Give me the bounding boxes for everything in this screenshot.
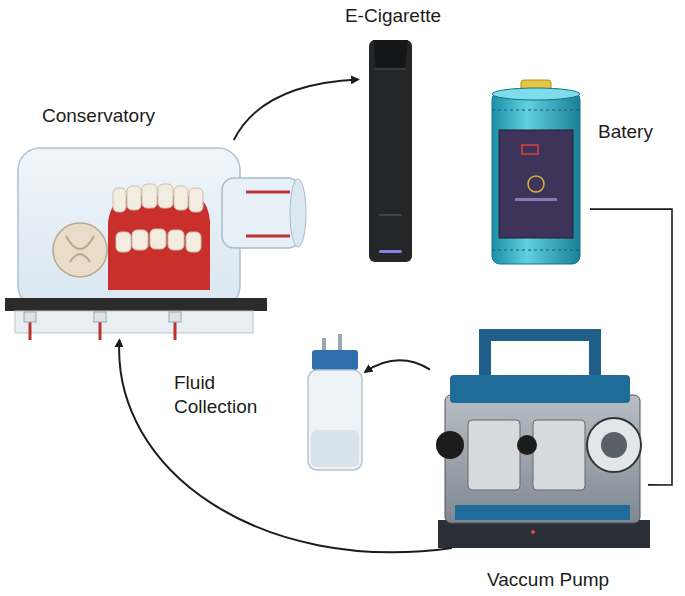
illustrated-node: E-Cigarette	[358, 0, 428, 265]
e-cigarette-illustration	[369, 40, 412, 262]
jar-illustration	[308, 334, 362, 470]
node-label: E-Cigarette	[336, 4, 450, 28]
pump-illustration	[436, 335, 650, 548]
battery-illustration	[492, 80, 580, 264]
illustrated-node: Batery	[490, 78, 590, 268]
node-label: Conservatory	[42, 104, 192, 128]
node-label: Vaccum Pump	[487, 568, 657, 592]
illustrated-node: Fluid Collection	[305, 333, 365, 472]
conservatory-illustration	[5, 148, 306, 340]
illustrated-node: Conservatory	[5, 140, 265, 340]
connector	[119, 340, 452, 552]
node-label: Fluid Collection	[174, 371, 292, 419]
connector	[590, 209, 672, 485]
connector	[365, 360, 430, 372]
node-label: Batery	[598, 120, 678, 144]
connector	[234, 80, 358, 141]
illustrated-node: Vaccum Pump	[430, 325, 648, 548]
